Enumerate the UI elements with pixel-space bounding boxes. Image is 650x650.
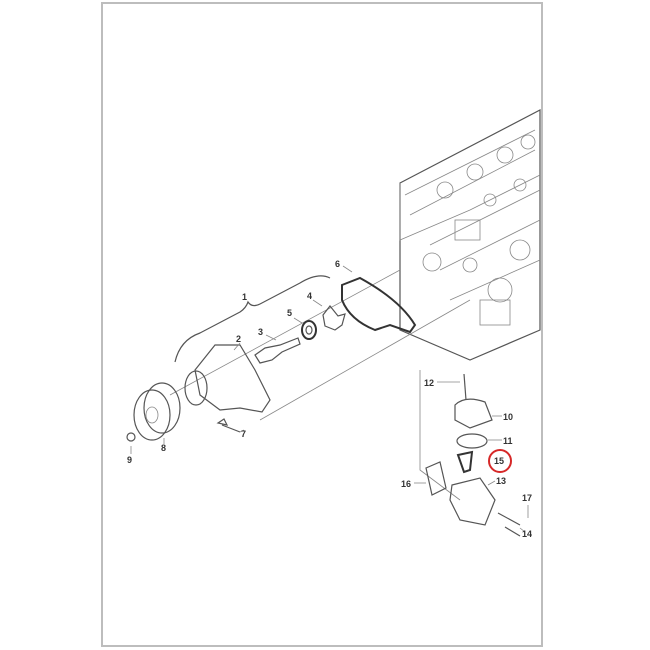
leader-lines — [130, 265, 529, 533]
callout-2: 2 — [236, 334, 241, 344]
assembly-bracket — [174, 275, 331, 363]
thermostat-cover-10 — [454, 398, 493, 429]
impeller-4 — [322, 305, 346, 331]
gasket-11 — [456, 433, 488, 449]
callout-6: 6 — [335, 259, 340, 269]
callout-1: 1 — [242, 292, 247, 302]
callout-4: 4 — [307, 291, 312, 301]
highlight-circle — [488, 449, 512, 473]
bolt-7 — [216, 418, 241, 433]
gasket-16 — [425, 461, 447, 496]
callout-17: 17 — [522, 493, 532, 503]
pulley-8 — [133, 382, 181, 441]
callout-13: 13 — [496, 476, 506, 486]
pump-flange — [184, 370, 208, 406]
bolt-9 — [126, 432, 136, 442]
diagram-frame — [101, 2, 543, 647]
callout-9: 9 — [127, 455, 132, 465]
thermostat-15 — [456, 450, 474, 474]
callout-5: 5 — [287, 308, 292, 318]
thermostat-housing-13 — [449, 477, 496, 526]
callout-16: 16 — [401, 479, 411, 489]
callout-12: 12 — [424, 378, 434, 388]
callout-11: 11 — [503, 436, 513, 446]
callout-15: 15 — [494, 456, 504, 466]
shaft-bearing-3 — [254, 337, 301, 364]
callout-8: 8 — [161, 443, 166, 453]
engine-block-drawing — [399, 109, 541, 361]
assembly-axis-lines — [169, 269, 471, 501]
callout-14: 14 — [522, 529, 532, 539]
bolt-14-17 — [497, 512, 521, 537]
pump-body-2 — [194, 344, 271, 413]
callout-10: 10 — [503, 412, 513, 422]
callout-3: 3 — [258, 327, 263, 337]
bolt-12 — [463, 373, 467, 401]
gasket-6 — [341, 276, 417, 334]
callout-7: 7 — [241, 429, 246, 439]
seal-5 — [301, 320, 317, 340]
